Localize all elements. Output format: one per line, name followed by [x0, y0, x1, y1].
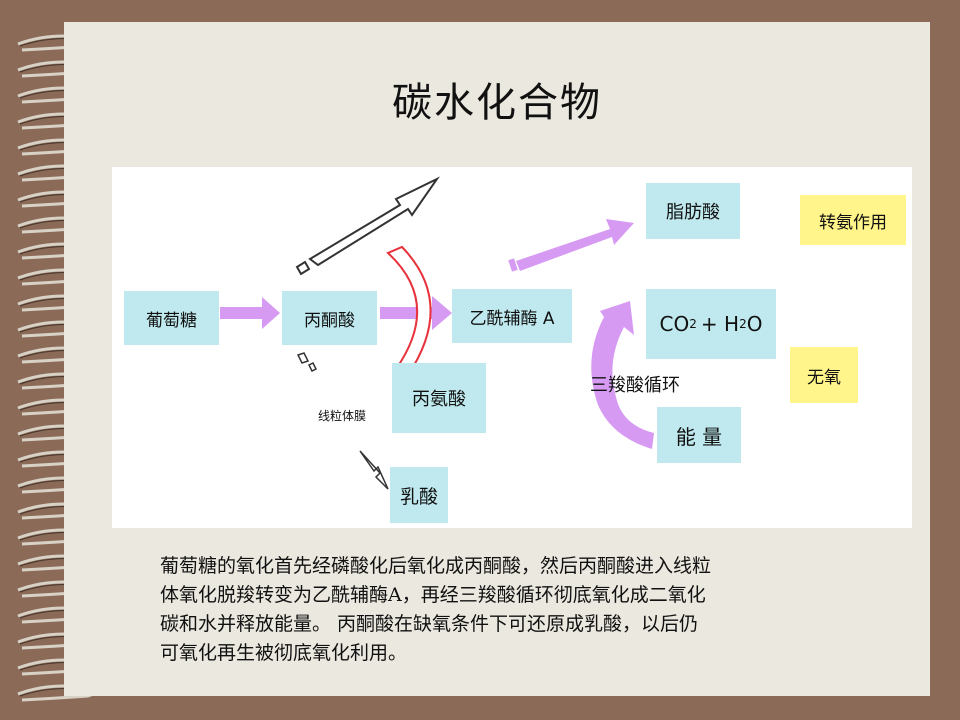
alanine-box: 丙氨酸 [392, 363, 486, 433]
pyruvate-box: 丙酮酸 [282, 291, 377, 345]
paragraph-line: 体氧化脱羧转变为乙酰辅酶A，再经三羧酸循环彻底氧化成二氧化 [160, 584, 706, 606]
arrow-to-fatty-acid [508, 219, 634, 272]
lactic-acid-box: 乳酸 [390, 467, 448, 523]
glucose-box: 葡萄糖 [124, 291, 219, 345]
transamination-box: 转氨作用 [800, 195, 906, 245]
co2-subscript: 2 [689, 317, 697, 331]
paragraph-line: 碳和水并释放能量。 丙酮酸在缺氧条件下可还原成乳酸，以后仍 [160, 613, 699, 635]
energy-box: 能 量 [657, 407, 741, 463]
h2o-subscript: 2 [739, 317, 747, 331]
acetyl-coa-box: 乙酰辅酶 A [452, 289, 572, 343]
fatty-acid-box: 脂肪酸 [646, 183, 740, 239]
slide-title: 碳水化合物 [392, 80, 602, 126]
co2-text: CO [659, 312, 690, 336]
anaerobic-box: 无氧 [790, 347, 858, 403]
h2o-o-text: O [746, 312, 763, 336]
tca-cycle-arrow [591, 301, 654, 449]
paragraph-line: 可氧化再生被彻底氧化利用。 [160, 642, 408, 664]
paragraph-line: 葡萄糖的氧化首先经磷酸化后氧化成丙酮酸，然后丙酮酸进入线粒 [160, 555, 712, 577]
hollow-arrow-up [295, 176, 441, 276]
explanation-paragraph: 葡萄糖的氧化首先经磷酸化后氧化成丙酮酸，然后丙酮酸进入线粒 体氧化脱羧转变为乙酰… [160, 552, 860, 668]
small-arrow-marks [296, 352, 318, 373]
mitochondria-label: 线粒体膜 [318, 409, 367, 423]
arrow-pyruvate-to-acetylcoa [380, 296, 452, 330]
h2o-text: + H [700, 312, 740, 336]
tca-cycle-label: 三羧酸循环 [590, 375, 680, 396]
arrow-glucose-to-pyruvate [220, 297, 280, 329]
diagram-arrows [220, 176, 654, 490]
arrow-to-lactic [359, 450, 389, 490]
